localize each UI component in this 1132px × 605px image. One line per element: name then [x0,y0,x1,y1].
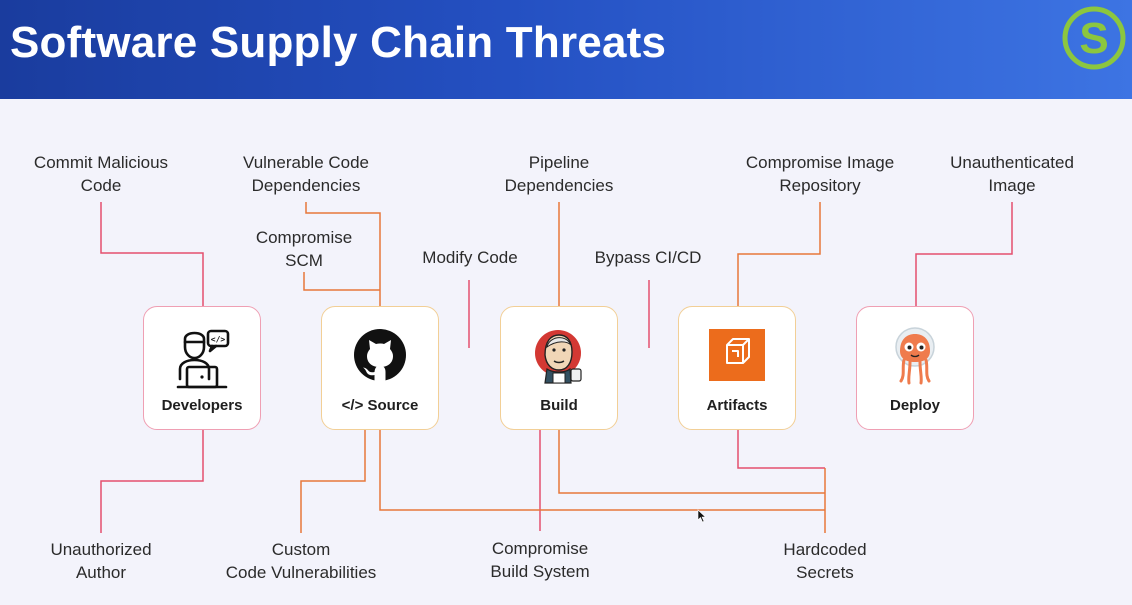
threat-unauthorized-author: Unauthorized Author [50,540,152,582]
argo-octopus-icon [895,327,935,385]
slide-header: Software Supply Chain Threats S [0,0,1132,99]
threat-pipeline-dependencies: Pipeline Dependencies [504,153,614,195]
developer-laptop-icon: </> [176,329,230,389]
svg-text:</>: </> [211,335,226,344]
node-build: Build [500,306,618,430]
node-artifacts: Artifacts [678,306,796,430]
node-developers: </> Developers [143,306,261,430]
threat-vulnerable-code-dependencies: Vulnerable Code Dependencies [242,153,370,195]
threat-compromise-scm: Compromise SCM [255,228,353,270]
node-label-developers: Developers [161,397,243,414]
threat-unauthenticated-image: Unauthenticated Image [950,153,1074,195]
line-source-to-secrets [379,430,825,511]
node-source: </> Source [321,306,439,430]
line-artifacts-to-secrets [737,430,825,469]
line-vulnerable-code-dependencies [305,202,381,306]
threat-custom-code-vulnerabilities: Custom Code Vulnerabilities [225,540,377,582]
line-custom-code-vulnerabilities [300,430,366,533]
threat-hardcoded-secrets: Hardcoded Secrets [783,540,867,582]
node-label-source: </> Source [341,397,419,414]
node-label-build: Build [540,397,578,414]
artifact-cube-icon [709,329,765,381]
threat-bypass-cicd: Bypass CI/CD [594,248,702,267]
node-label-deploy: Deploy [889,397,940,414]
line-unauthorized-author [100,430,204,533]
mouse-cursor-icon [697,509,707,523]
jenkins-icon [535,330,582,384]
line-unauthenticated-image [915,202,1013,306]
line-compromise-scm [303,272,380,291]
line-compromise-image-repository [737,202,821,306]
node-label-artifacts: Artifacts [706,397,768,414]
threat-modify-code: Modify Code [422,248,518,267]
threat-compromise-image-repository: Compromise Image Repository [745,153,895,195]
brand-logo-icon: S [1062,6,1126,70]
threat-compromise-build-system: Compromise Build System [490,539,590,581]
line-commit-malicious-code [100,202,204,306]
line-build-to-secrets [558,430,825,494]
node-deploy: Deploy [856,306,974,430]
slide-title: Software Supply Chain Threats [10,18,667,67]
logo-letter: S [1079,14,1108,63]
github-icon [354,329,406,381]
threat-commit-malicious-code: Commit Malicious Code [33,153,169,195]
